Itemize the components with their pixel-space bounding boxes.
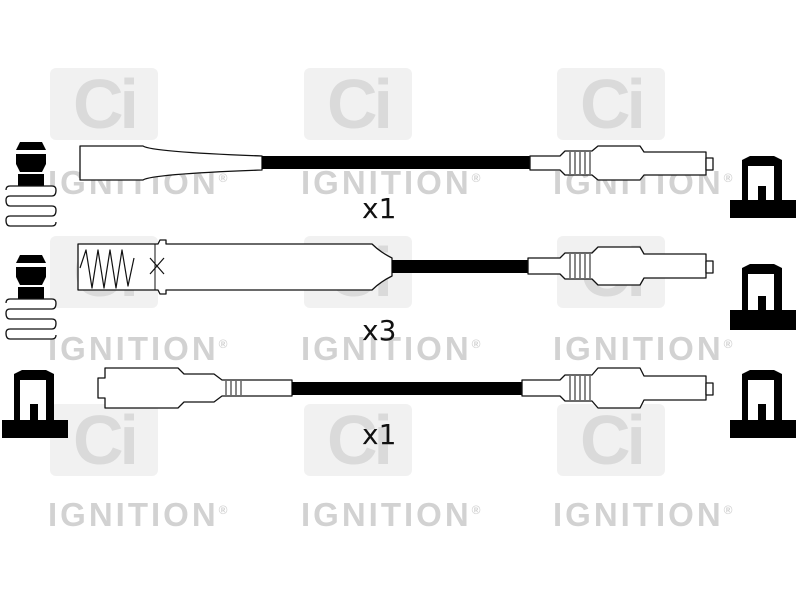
- distributor-connector-icon: [730, 370, 796, 438]
- lead-2-cable: [392, 260, 528, 273]
- ignition-watermark: IGNITION®: [553, 496, 736, 533]
- distributor-connector-icon: [730, 264, 796, 330]
- spark-plug-terminal-icon: [5, 142, 57, 227]
- lead-2-tube-boot: [77, 239, 393, 295]
- lead-2-terminal-tip: [705, 260, 714, 274]
- ci-logo-watermark: Ci: [50, 404, 158, 476]
- lead-3: [97, 367, 714, 409]
- lead-1: [79, 145, 714, 181]
- lead-1-terminal-tip: [705, 157, 714, 171]
- lead-3-cable: [292, 382, 522, 395]
- ignition-watermark: IGNITION®: [48, 496, 231, 533]
- ci-logo-watermark: Ci: [304, 68, 412, 140]
- lead-1-cable: [262, 156, 530, 169]
- lead-3-quantity: x1: [362, 418, 397, 451]
- lead-1-quantity: x1: [362, 192, 397, 225]
- spark-plug-terminal-icon: [5, 255, 57, 340]
- ci-logo-watermark: Ci: [557, 404, 665, 476]
- ci-logo-watermark: Ci: [50, 68, 158, 140]
- lead-2-quantity: x3: [362, 314, 397, 347]
- distributor-connector-icon: [730, 156, 796, 218]
- ignition-watermark: IGNITION®: [301, 496, 484, 533]
- lead-2: [77, 239, 714, 295]
- distributor-connector-icon: [2, 370, 68, 438]
- ignition-watermark: IGNITION®: [48, 330, 231, 367]
- lead-3-left-boot: [97, 367, 293, 409]
- ignition-watermark: IGNITION®: [301, 164, 484, 201]
- lead-3-terminal-tip: [705, 382, 714, 396]
- ci-logo-watermark: Ci: [304, 404, 412, 476]
- clip-icon: [149, 257, 165, 275]
- ignition-watermark: IGNITION®: [553, 330, 736, 367]
- spring-icon: [79, 249, 135, 289]
- lead-3-right-boot: [521, 367, 707, 409]
- lead-1-left-boot: [79, 145, 263, 181]
- lead-1-right-boot: [529, 145, 707, 181]
- ignition-watermark: IGNITION®: [301, 330, 484, 367]
- ci-logo-watermark: Ci: [557, 68, 665, 140]
- lead-2-right-boot: [527, 246, 707, 286]
